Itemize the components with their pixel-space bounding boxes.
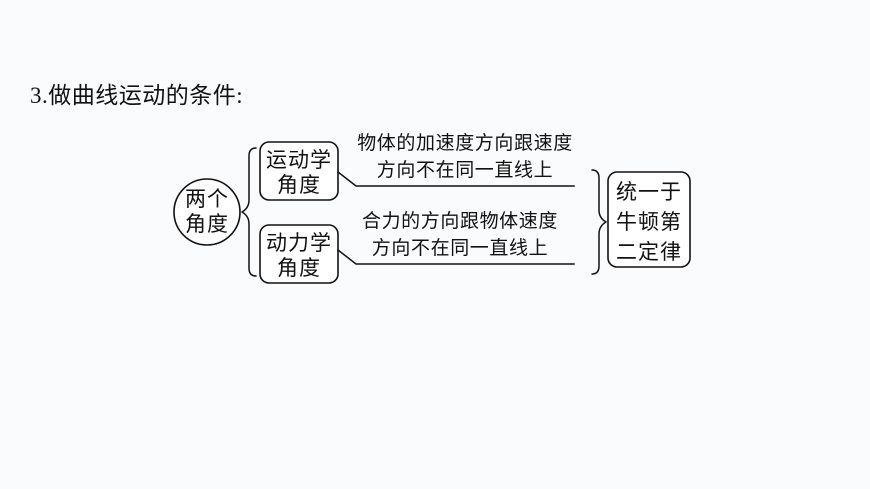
root-node-ellipse — [173, 178, 241, 246]
connector-kinematics-to-description — [336, 170, 575, 187]
right-curly-brace — [591, 169, 607, 275]
left-curly-brace — [241, 147, 257, 277]
branch-box-kinematics-line1: 运动学 — [266, 148, 332, 172]
description-dynamics-line2: 方向不在同一直线上 — [372, 237, 548, 259]
description-dynamics: 合力的方向跟物体速度 方向不在同一直线上 — [362, 210, 558, 259]
description-kinematics-line1: 物体的加速度方向跟速度 — [357, 132, 573, 154]
root-node-label-line2: 角度 — [185, 212, 229, 236]
branch-box-kinematics-rect — [259, 141, 339, 201]
branch-box-dynamics[interactable]: 动力学 角度 — [259, 224, 339, 284]
branch-box-dynamics-line2: 角度 — [277, 256, 321, 280]
branch-box-kinematics-line2: 角度 — [277, 173, 321, 197]
conclusion-node-line1: 统一于 — [616, 180, 682, 204]
connector-dynamics-to-description — [336, 248, 575, 265]
branch-box-kinematics[interactable]: 运动学 角度 — [259, 141, 339, 201]
root-node-two-angles[interactable]: 两个 角度 — [173, 178, 241, 246]
conclusion-node-line2: 牛顿第 — [616, 210, 682, 234]
branch-box-dynamics-line1: 动力学 — [266, 231, 332, 255]
description-kinematics-line2: 方向不在同一直线上 — [377, 159, 553, 181]
description-dynamics-line1: 合力的方向跟物体速度 — [362, 210, 558, 232]
conclusion-node-newton-second-law[interactable]: 统一于 牛顿第 二定律 — [607, 171, 691, 268]
conclusion-node-line3: 二定律 — [616, 240, 682, 264]
description-kinematics: 物体的加速度方向跟速度 方向不在同一直线上 — [357, 132, 573, 181]
conclusion-node-rect — [607, 171, 691, 268]
root-node-label-line1: 两个 — [185, 187, 229, 211]
page-title: 3.做曲线运动的条件: — [30, 83, 244, 108]
branch-box-dynamics-rect — [259, 224, 339, 284]
